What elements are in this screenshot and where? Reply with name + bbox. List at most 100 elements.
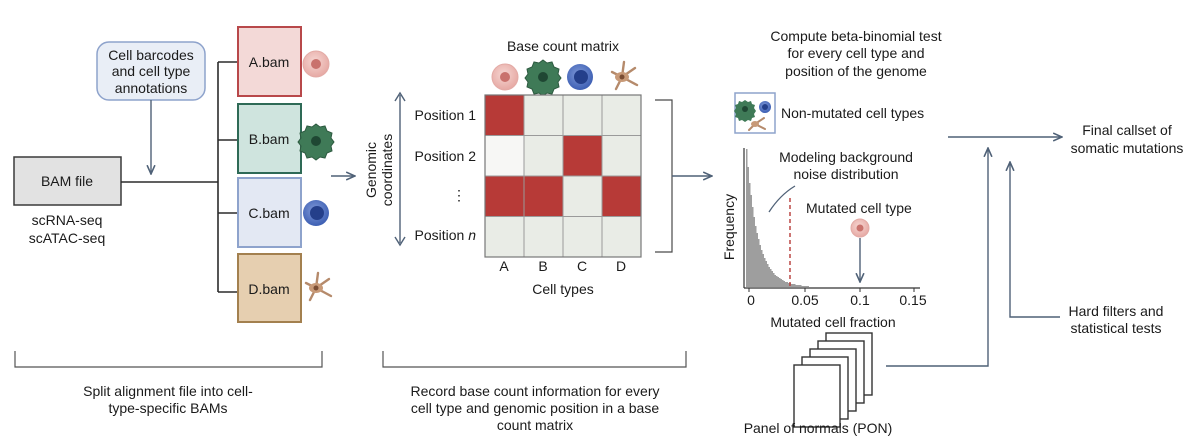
histogram-bar bbox=[776, 276, 778, 287]
histogram-bar bbox=[785, 282, 787, 287]
matrix-cell bbox=[601, 94, 642, 136]
tick-label-015: 0.15 bbox=[899, 292, 926, 308]
matrix-grid bbox=[484, 94, 642, 258]
cell-icon-green bbox=[297, 123, 335, 161]
matrix-bracket bbox=[655, 99, 673, 253]
modeling-label-1: Modeling background bbox=[779, 149, 913, 165]
histogram-bar bbox=[786, 282, 788, 287]
histogram-bar bbox=[800, 285, 802, 287]
histogram-ylabel: Frequency bbox=[721, 194, 737, 260]
matrix-cell bbox=[523, 135, 564, 177]
final-label-1: Final callset of bbox=[1082, 122, 1172, 138]
test-title-3: position of the genome bbox=[785, 63, 927, 79]
caption-record-2: cell type and genomic position in a base bbox=[411, 400, 659, 416]
histogram-bar bbox=[797, 285, 799, 287]
caption-split-2: type-specific BAMs bbox=[108, 400, 227, 416]
matrix-icon-green bbox=[524, 59, 562, 97]
row-label-3: ⋮ bbox=[452, 187, 466, 203]
histogram-bar bbox=[759, 245, 761, 287]
matrix-cell bbox=[562, 94, 603, 136]
caption-record-1: Record base count information for every bbox=[410, 383, 659, 399]
final-label-2: somatic mutations bbox=[1071, 140, 1184, 156]
pon-label: Panel of normals (PON) bbox=[744, 420, 893, 436]
matrix-cell bbox=[484, 135, 525, 177]
histogram-bar bbox=[779, 278, 781, 287]
histogram-bar bbox=[782, 280, 784, 287]
bam-box-d: D.bam bbox=[237, 253, 302, 323]
col-label-d: D bbox=[616, 258, 626, 274]
genomic-axis-head-bottom bbox=[394, 236, 406, 247]
matrix-cell bbox=[523, 175, 564, 217]
genomic-axis-head-top bbox=[394, 91, 406, 102]
tick-label-01: 0.1 bbox=[850, 292, 870, 308]
modeling-label-2: noise distribution bbox=[793, 166, 898, 182]
cell-icon-neuron bbox=[304, 271, 333, 302]
matrix-cell bbox=[484, 94, 525, 136]
matrix-border bbox=[484, 94, 642, 258]
histogram-bar bbox=[777, 277, 779, 287]
histogram-bar bbox=[791, 284, 793, 287]
annotation-line-2: and cell type bbox=[112, 63, 191, 79]
histogram-bar bbox=[795, 285, 797, 287]
matrix-cell bbox=[484, 216, 525, 258]
row-label-4: Position n bbox=[415, 227, 477, 243]
non-mutated-label: Non-mutated cell types bbox=[781, 105, 924, 121]
matrix-cell bbox=[523, 216, 564, 258]
histogram-bar bbox=[762, 254, 764, 287]
cell-icon-blue bbox=[303, 200, 329, 226]
caption-split-1: Split alignment file into cell- bbox=[83, 383, 253, 399]
col-label-a: A bbox=[499, 258, 509, 274]
test-title-1: Compute beta-binomial test bbox=[770, 28, 941, 44]
matrix-cell bbox=[562, 175, 603, 217]
annotation-line-3: annotations bbox=[115, 80, 187, 96]
histogram-xlabel: Mutated cell fraction bbox=[770, 314, 895, 330]
genomic-axis-label-1: Genomic bbox=[363, 142, 379, 198]
bam-box-a: A.bam bbox=[237, 26, 302, 97]
mutated-cell-icon bbox=[850, 218, 870, 238]
histogram-bar bbox=[803, 286, 805, 287]
histogram-bar bbox=[780, 279, 782, 287]
histogram-bar bbox=[806, 286, 808, 287]
histogram-bar bbox=[771, 271, 773, 287]
bam-d-label: D.bam bbox=[248, 281, 289, 297]
bam-b-label: B.bam bbox=[249, 131, 289, 147]
row-label-2: Position 2 bbox=[415, 148, 477, 164]
pon-arrow bbox=[886, 148, 988, 367]
matrix-icon-neuron bbox=[610, 60, 639, 91]
histogram-bar bbox=[750, 195, 752, 287]
matrix-x-label: Cell types bbox=[532, 281, 593, 297]
matrix-cell bbox=[562, 216, 603, 258]
assay-scrna-label: scRNA-seq bbox=[32, 212, 103, 228]
tick-label-0: 0 bbox=[747, 292, 755, 308]
matrix-cell bbox=[523, 94, 564, 136]
bam-c-label: C.bam bbox=[248, 205, 289, 221]
histogram-bar bbox=[765, 261, 767, 287]
genomic-axis-label-2: coordinates bbox=[379, 134, 395, 206]
histogram-bar bbox=[755, 226, 757, 287]
filters-arrow bbox=[1010, 162, 1060, 318]
row-label-1: Position 1 bbox=[415, 107, 477, 123]
bam-box-c: C.bam bbox=[237, 177, 302, 248]
histogram-bar bbox=[758, 239, 760, 287]
mutated-label: Mutated cell type bbox=[806, 200, 912, 216]
histogram-bar bbox=[749, 183, 751, 287]
bracket-record bbox=[382, 351, 687, 368]
matrix-cell bbox=[562, 135, 603, 177]
non-mutated-icon-box bbox=[734, 92, 776, 134]
filters-label-2: statistical tests bbox=[1070, 320, 1161, 336]
histogram-bar bbox=[752, 207, 754, 287]
histogram-bar bbox=[774, 275, 776, 287]
annotation-line-1: Cell barcodes bbox=[108, 47, 194, 63]
modeling-pointer bbox=[768, 185, 796, 213]
histogram-bar bbox=[783, 281, 785, 287]
tick-label-005: 0.05 bbox=[791, 292, 818, 308]
bam-file-box: BAM file bbox=[13, 156, 122, 206]
histogram-bar bbox=[773, 273, 775, 287]
histogram-bar bbox=[804, 286, 806, 287]
test-title-2: for every cell type and bbox=[788, 45, 925, 61]
histogram-bar bbox=[801, 286, 803, 287]
matrix-title: Base count matrix bbox=[507, 38, 619, 54]
histogram-bar bbox=[794, 284, 796, 287]
histogram-bar bbox=[792, 284, 794, 287]
